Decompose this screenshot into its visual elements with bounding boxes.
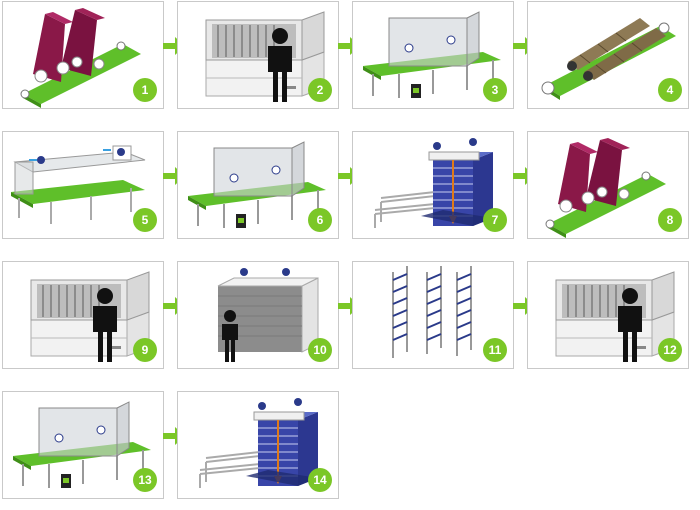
step-badge: 8 bbox=[658, 208, 682, 232]
step-panel-9: 9 bbox=[2, 261, 164, 369]
step-badge: 1 bbox=[133, 78, 157, 102]
step-badge: 13 bbox=[133, 468, 157, 492]
step-badge: 3 bbox=[483, 78, 507, 102]
step-panel-13: 13 bbox=[2, 391, 164, 499]
step-panel-10: 10 bbox=[177, 261, 339, 369]
step-panel-12: 12 bbox=[527, 261, 689, 369]
step-panel-2: 2 bbox=[177, 1, 339, 109]
step-panel-7: 7 bbox=[352, 131, 514, 239]
step-badge: 5 bbox=[133, 208, 157, 232]
step-badge: 6 bbox=[308, 208, 332, 232]
step-badge: 4 bbox=[658, 78, 682, 102]
step-badge: 9 bbox=[133, 338, 157, 362]
step-badge: 14 bbox=[308, 468, 332, 492]
step-panel-11: 11 bbox=[352, 261, 514, 369]
step-panel-6: 6 bbox=[177, 131, 339, 239]
step-panel-8: 8 bbox=[527, 131, 689, 239]
step-badge: 2 bbox=[308, 78, 332, 102]
step-panel-4: 4 bbox=[527, 1, 689, 109]
step-badge: 10 bbox=[308, 338, 332, 362]
step-panel-3: 3 bbox=[352, 1, 514, 109]
step-badge: 11 bbox=[483, 338, 507, 362]
step-panel-14: 14 bbox=[177, 391, 339, 499]
step-badge: 12 bbox=[658, 338, 682, 362]
step-panel-1: 1 bbox=[2, 1, 164, 109]
step-panel-5: 5 bbox=[2, 131, 164, 239]
step-badge: 7 bbox=[483, 208, 507, 232]
